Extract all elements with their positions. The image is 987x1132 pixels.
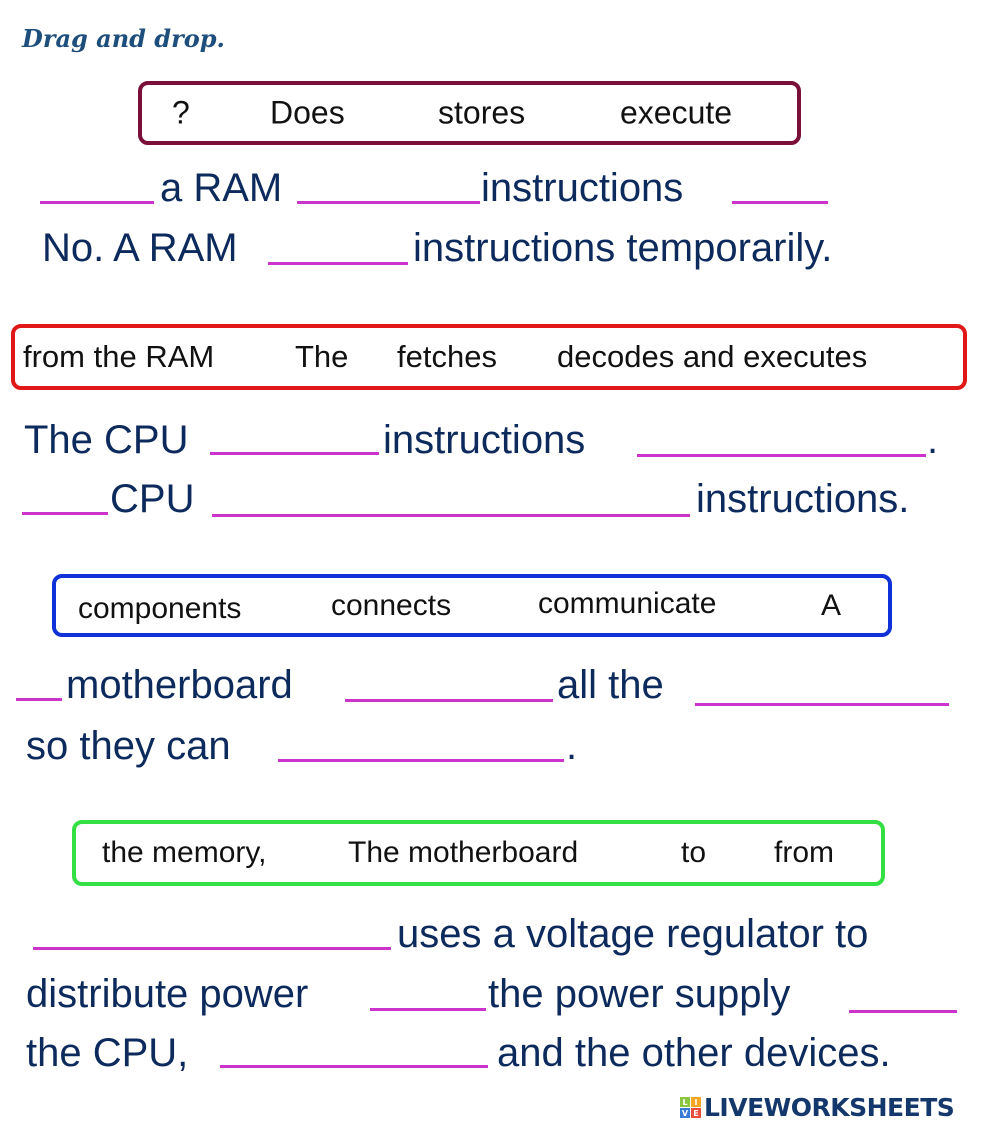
draggable-word[interactable]: stores [438, 94, 526, 131]
draggable-word[interactable]: decodes and executes [557, 339, 868, 374]
draggable-word[interactable]: A [821, 588, 842, 622]
draggable-word[interactable]: fetches [397, 339, 497, 374]
draggable-word[interactable]: Does [270, 94, 345, 131]
logo-text: LIVEWORKSHEETS [704, 1093, 955, 1122]
sentence-text: and the other devices. [497, 1031, 891, 1075]
sentence-text: instructions [481, 166, 684, 210]
drop-blank[interactable] [220, 1065, 488, 1068]
instructions-title: Drag and drop. [22, 24, 225, 53]
sentence-text: distribute power [26, 972, 309, 1016]
drop-blank[interactable] [210, 452, 379, 455]
sentence-text: uses a voltage regulator to [397, 912, 869, 956]
liveworksheets-logo: L I V E LIVEWORKSHEETS [680, 1093, 955, 1122]
drop-blank[interactable] [16, 698, 62, 701]
drop-blank[interactable] [212, 514, 690, 517]
sentence-text: . [927, 418, 939, 462]
draggable-word[interactable]: from the RAM [23, 339, 215, 374]
word-bank-1: ? Does stores execute [138, 81, 801, 145]
word-bank-3: components connects communicate A [52, 574, 892, 637]
sentence-text: . [566, 724, 578, 768]
draggable-word[interactable]: connects [331, 588, 452, 622]
drop-blank[interactable] [849, 1010, 957, 1013]
draggable-word[interactable]: The [295, 339, 349, 374]
drop-blank[interactable] [33, 947, 391, 950]
drop-blank[interactable] [22, 512, 108, 515]
sentence-text: a RAM [160, 166, 283, 210]
word-bank-4: the memory, The motherboard to from [72, 820, 885, 886]
sentence-text: instructions. [696, 477, 910, 521]
sentence-text: The CPU [24, 418, 189, 462]
sentence-text: the CPU, [26, 1031, 189, 1075]
sentence-text: the power supply [488, 972, 791, 1016]
drop-blank[interactable] [637, 454, 926, 457]
sentence-text: instructions [383, 418, 586, 462]
draggable-word[interactable]: execute [620, 94, 733, 131]
draggable-word[interactable]: communicate [538, 586, 717, 620]
sentence-text: all the [557, 663, 664, 707]
drop-blank[interactable] [278, 759, 564, 762]
sentence-text: CPU [110, 477, 195, 521]
drop-blank[interactable] [268, 262, 408, 265]
draggable-word[interactable]: The motherboard [348, 836, 579, 869]
word-bank-2: from the RAM The fetches decodes and exe… [11, 324, 967, 390]
sentence-text: instructions temporarily. [413, 226, 833, 270]
drop-blank[interactable] [297, 201, 480, 204]
sentence-text: No. A RAM [42, 226, 238, 270]
drop-blank[interactable] [695, 703, 949, 706]
drop-blank[interactable] [370, 1008, 486, 1011]
drop-blank[interactable] [345, 699, 553, 702]
sentence-text: so they can [26, 724, 231, 768]
draggable-word[interactable]: from [774, 836, 834, 869]
sentence-text: motherboard [66, 663, 293, 707]
drop-blank[interactable] [40, 201, 154, 204]
draggable-word[interactable]: the memory, [102, 836, 267, 869]
logo-icon: L I V E [680, 1097, 701, 1118]
draggable-word[interactable]: to [681, 836, 707, 869]
drop-blank[interactable] [732, 201, 828, 204]
draggable-word[interactable]: components [78, 591, 242, 625]
draggable-word[interactable]: ? [172, 94, 190, 131]
